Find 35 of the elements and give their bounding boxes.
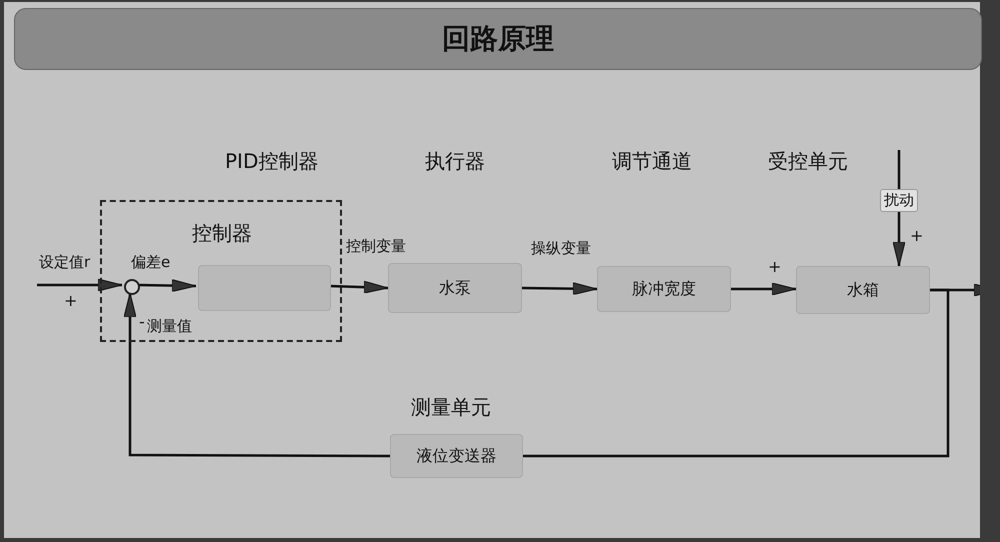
arrow	[138, 279, 196, 292]
edge-label: 偏差e	[130, 254, 172, 270]
arrow	[37, 278, 122, 292]
plus-sign: +	[768, 258, 782, 276]
column-heading: 受控单元	[768, 150, 848, 172]
arrow	[731, 282, 796, 296]
summing-junction-circle	[124, 279, 140, 295]
plus-sign: +	[910, 227, 924, 245]
edge-label: 设定值r	[38, 254, 92, 270]
box-label: 脉冲宽度	[632, 278, 696, 300]
edge-label: 控制变量	[345, 238, 407, 254]
process-box	[388, 263, 522, 313]
arrow	[328, 280, 388, 294]
edge-label: 测量值	[146, 318, 193, 334]
connector-line	[523, 288, 950, 458]
box-label: 水泵	[439, 278, 471, 298]
group-heading: 控制器	[192, 222, 252, 244]
minus-sign: -	[139, 313, 145, 331]
process-box	[198, 265, 331, 311]
box-label: 水箱	[847, 280, 879, 300]
title: 回路原理	[442, 21, 554, 57]
arrow	[124, 292, 390, 458]
edge-label: 扰动	[880, 189, 918, 212]
box-label: 液位变送器	[416, 446, 496, 466]
process-box	[390, 434, 523, 478]
process-box	[597, 266, 731, 312]
column-heading: 调节通道	[612, 150, 692, 172]
arrow	[522, 282, 598, 296]
dashed-group-box	[100, 200, 342, 342]
column-heading: PID控制器	[225, 150, 318, 172]
column-heading: 执行器	[425, 150, 485, 172]
section-heading: 测量单元	[411, 396, 491, 418]
edge-label: 操纵变量	[530, 240, 592, 256]
plus-sign: +	[64, 292, 78, 310]
process-box	[796, 266, 930, 314]
